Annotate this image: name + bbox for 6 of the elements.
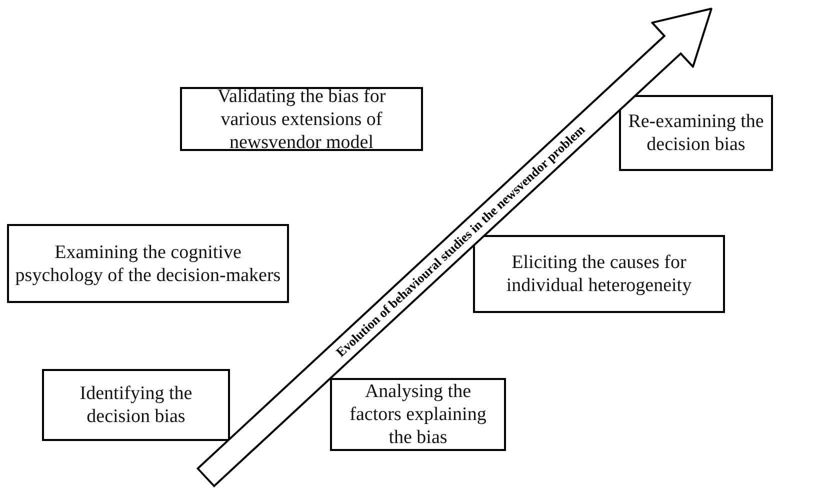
text-box: Eliciting the causes for individual heterogeneity xyxy=(473,235,725,313)
text-box: Re-examining the decision bias xyxy=(619,95,773,171)
text-box: Validating the bias for various extensions of newsvendor model xyxy=(180,87,423,151)
text-box: Analysing the factors explaining the bias xyxy=(330,378,506,451)
text-box: Examining the cognitive psychology of the decision-makers xyxy=(7,224,289,303)
text-box: Identifying the decision bias xyxy=(42,369,230,441)
